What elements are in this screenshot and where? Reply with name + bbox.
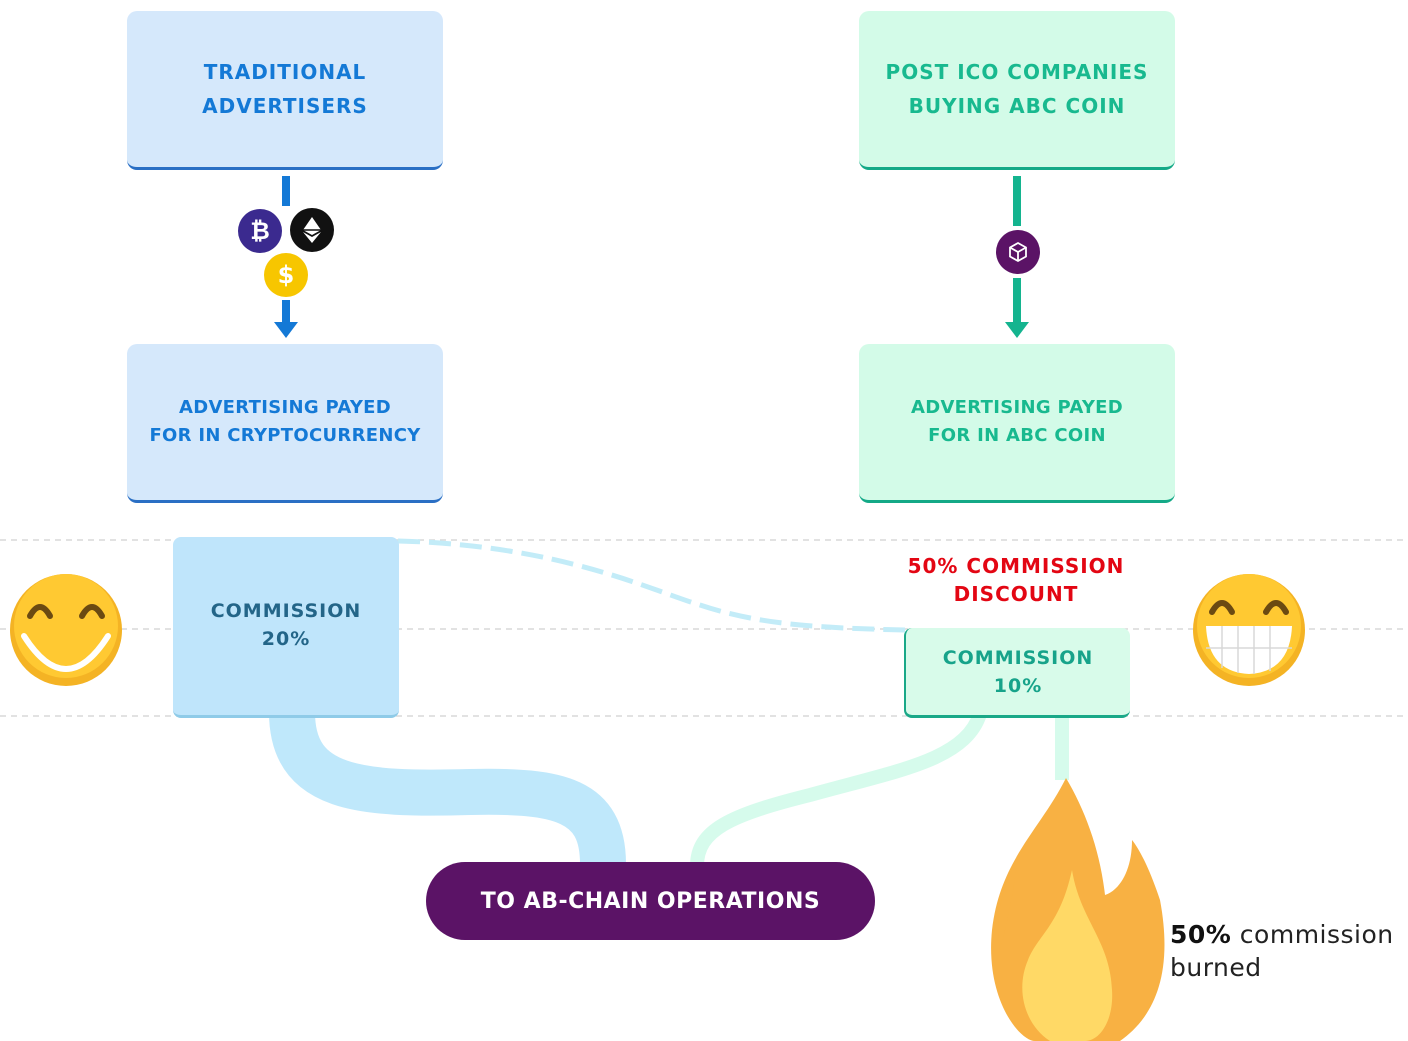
commission-20-label: COMMISSION <box>210 600 362 622</box>
advertising-crypto-line2: FOR IN CRYPTOCURRENCY <box>149 425 421 446</box>
commission-20-value: 20% <box>261 628 311 650</box>
commission-10-value: 10% <box>993 674 1043 697</box>
ethereum-icon <box>290 208 334 252</box>
bitcoin-icon: ₿ <box>238 209 282 253</box>
discount-line1: 50% COMMISSION <box>907 554 1125 578</box>
dollar-icon: $ <box>264 253 308 297</box>
left-arrow-head <box>274 322 298 338</box>
post-ico-line2: BUYING ABC COIN <box>908 94 1126 118</box>
abc-coin-icon <box>996 230 1040 274</box>
commission-discount-note: 50% COMMISSION DISCOUNT <box>870 552 1162 608</box>
operations-label: TO AB-CHAIN OPERATIONS <box>480 888 821 914</box>
discount-line2: DISCOUNT <box>953 582 1079 606</box>
post-ico-line1: POST ICO COMPANIES <box>885 60 1149 84</box>
discount-comparison-curve <box>397 538 906 633</box>
burn-line1: commission <box>1239 920 1394 949</box>
advertising-abc-coin-box: ADVERTISING PAYED FOR IN ABC COIN <box>859 344 1175 503</box>
advertising-abc-line1: ADVERTISING PAYED <box>910 397 1123 418</box>
advertising-crypto-box: ADVERTISING PAYED FOR IN CRYPTOCURRENCY <box>127 344 443 503</box>
traditional-advertisers-line1: TRADITIONAL <box>203 60 367 84</box>
commission-10-box: COMMISSION 10% <box>904 628 1130 718</box>
commission-10-label: COMMISSION <box>942 646 1094 669</box>
burn-note: 50% commission burned <box>1170 918 1408 984</box>
ab-chain-operations-pill: TO AB-CHAIN OPERATIONS <box>426 862 875 940</box>
traditional-advertisers-box: TRADITIONAL ADVERTISERS <box>127 11 443 170</box>
post-ico-companies-box: POST ICO COMPANIES BUYING ABC COIN <box>859 11 1175 170</box>
advertising-crypto-line1: ADVERTISING PAYED <box>178 397 391 418</box>
blue-commission-flow <box>269 710 626 865</box>
burn-line2: burned <box>1170 953 1262 982</box>
advertising-abc-line2: FOR IN ABC COIN <box>928 425 1106 446</box>
burn-percent: 50% <box>1170 920 1232 949</box>
commission-20-box: COMMISSION 20% <box>173 537 399 718</box>
traditional-advertisers-line2: ADVERTISERS <box>202 94 368 118</box>
right-arrow-head <box>1005 322 1029 338</box>
green-commission-flow <box>690 711 987 867</box>
